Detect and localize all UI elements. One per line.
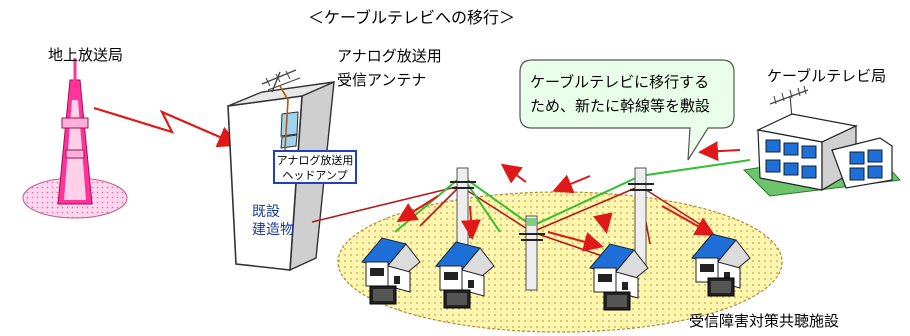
house-4 (691, 233, 751, 297)
callout-text-line1: ケーブルテレビに移行する (530, 73, 710, 91)
analog-antenna-label-line2: 受信アンテナ (337, 71, 427, 89)
analog-antenna-label: アナログ放送用 受信アンテナ (337, 44, 442, 92)
cable-tv-station-label: ケーブルテレビ局 (767, 67, 887, 85)
cable-tv-station-icon (742, 85, 902, 197)
head-amp-label-line2: ヘッドアンプ (282, 169, 348, 182)
callout-text: ケーブルテレビに移行する ため、新たに幹線等を敷設 (530, 70, 730, 118)
house-3 (589, 243, 649, 311)
house-2 (435, 241, 495, 309)
broadcast-signal-arrow (93, 106, 241, 148)
broadcast-tower-icon (22, 58, 128, 219)
callout-bubble (519, 59, 735, 161)
shared-reception-facility-label: 受信障害対策共聴施設 (689, 312, 840, 330)
broadcast-station-label: 地上放送局 (48, 46, 124, 64)
existing-building-label-line1: 既設 (252, 204, 280, 220)
diagram-title: ＜ケーブルテレビへの移行＞ (308, 8, 516, 27)
house-1 (361, 237, 421, 305)
callout-text-line2: ため、新たに幹線等を敷設 (530, 97, 711, 115)
existing-building-label-line2: 建造物 (252, 222, 294, 238)
utility-pole-2 (519, 215, 545, 291)
analog-antenna-label-line1: アナログ放送用 (337, 47, 442, 65)
head-amp-label-line1: アナログ放送用 (276, 154, 354, 167)
existing-building-label: 既設 建造物 (252, 203, 294, 239)
head-amp-box: アナログ放送用 ヘッドアンプ (273, 150, 357, 184)
signal-flow-arrows (396, 141, 741, 252)
